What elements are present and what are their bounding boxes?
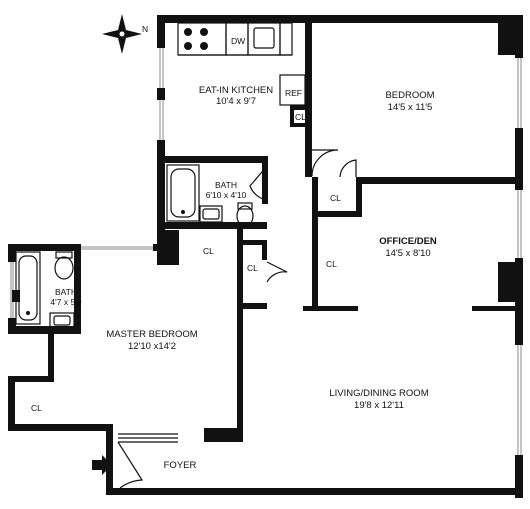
entry-arrow-icon bbox=[92, 455, 112, 475]
bath2-fixtures bbox=[15, 251, 75, 328]
compass-icon bbox=[102, 14, 142, 54]
office-dims: 14'5 x 8'10 bbox=[385, 248, 430, 259]
windows bbox=[8, 48, 523, 455]
office-name: OFFICE/DEN bbox=[379, 236, 437, 247]
living-dims: 19'8 x 12'11 bbox=[354, 400, 404, 411]
bath2-dims: 4'7 x 5'9 bbox=[50, 297, 81, 307]
master-name: MASTER BEDROOM bbox=[106, 329, 197, 340]
foyer-name: FOYER bbox=[164, 460, 197, 471]
hall-closet-label: CL bbox=[247, 263, 258, 273]
bath1-dims: 6'10 x 4'10 bbox=[206, 190, 247, 200]
kitchen-fixtures bbox=[177, 22, 306, 106]
bedroom-name: BEDROOM bbox=[385, 90, 434, 101]
bath1-name: BATH bbox=[215, 180, 237, 190]
door-swings bbox=[117, 149, 357, 489]
living-name: LIVING/DINING ROOM bbox=[329, 388, 428, 399]
kitchen-name: EAT-IN KITCHEN bbox=[199, 85, 273, 96]
dishwasher-label: DW bbox=[231, 36, 245, 46]
master-top-closet-label: CL bbox=[203, 246, 214, 256]
bedroom-dims: 14'5 x 11'5 bbox=[388, 102, 433, 113]
office-closet-label: CL bbox=[326, 259, 337, 269]
compass-north-label: N bbox=[142, 24, 148, 34]
kitchen-closet-label: CL bbox=[295, 112, 306, 122]
master-closet-label: CL bbox=[31, 403, 42, 413]
bath1-fixtures bbox=[166, 164, 254, 227]
bedroom-closet-label: CL bbox=[330, 193, 341, 203]
refrigerator-label: REF bbox=[285, 88, 302, 98]
master-dims: 12'10 x14'2 bbox=[128, 341, 176, 352]
bath2-name: BATH bbox=[55, 287, 77, 297]
kitchen-dims: 10'4 x 9'7 bbox=[216, 96, 256, 107]
interior-walls bbox=[8, 15, 523, 442]
